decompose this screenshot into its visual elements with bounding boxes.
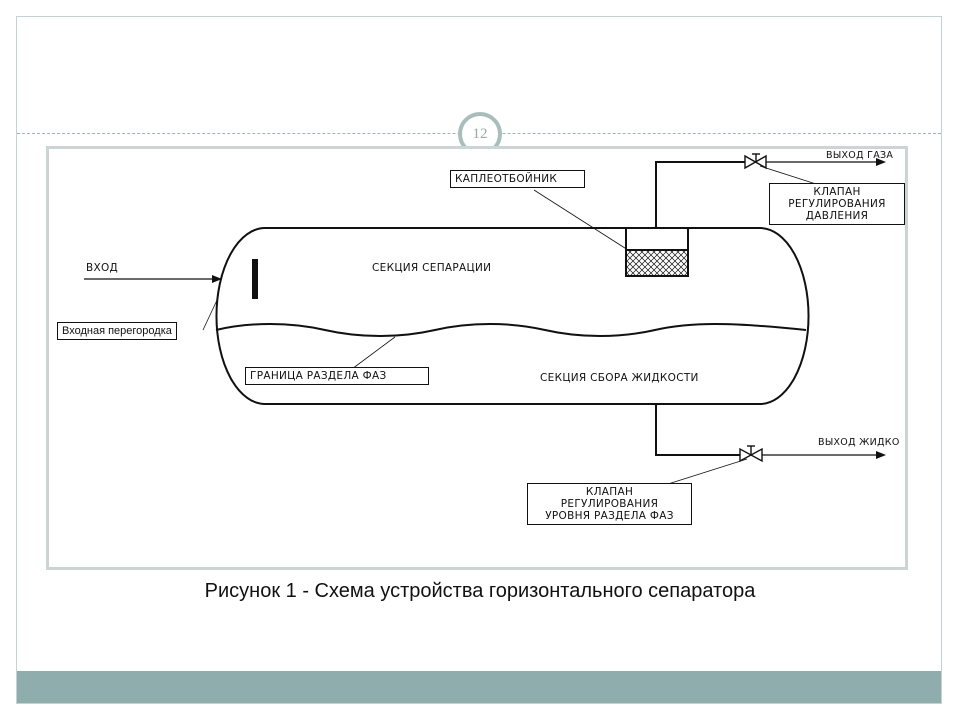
mist-eliminator xyxy=(625,227,689,251)
pressure-valve-label: КЛАПАН РЕГУЛИРОВАНИЯ ДАВЛЕНИЯ xyxy=(769,183,905,225)
gas-outlet-pipe xyxy=(655,161,745,228)
inlet-label: ВХОД xyxy=(86,262,119,274)
slide-frame xyxy=(16,16,942,704)
phase-boundary-label: ГРАНИЦА РАЗДЕЛА ФАЗ xyxy=(245,367,429,385)
liquid-section-label: СЕКЦИЯ СБОРА ЖИДКОСТИ xyxy=(540,372,699,384)
separation-section-label: СЕКЦИЯ СЕПАРАЦИИ xyxy=(372,262,492,274)
figure-frame xyxy=(46,146,908,570)
inlet-arrow xyxy=(212,275,222,283)
liquid-outlet-pipe xyxy=(655,404,740,456)
phase-boundary-leader xyxy=(351,336,396,370)
mist-eliminator-label: КАПЛЕОТБОЙНИК xyxy=(450,170,585,188)
vessel-body xyxy=(215,227,810,405)
figure-caption: Рисунок 1 - Схема устройства горизонталь… xyxy=(204,580,756,602)
gas-valve xyxy=(744,154,767,170)
liquid-outlet-label: ВЫХОД ЖИДКО xyxy=(818,437,900,448)
mist-leader xyxy=(533,189,629,251)
footer-band xyxy=(17,671,941,703)
phase-boundary-line xyxy=(215,323,807,337)
inlet-baffle-label: Входная перегородка xyxy=(57,322,177,340)
pressure-valve-leader xyxy=(759,165,817,185)
liquid-valve xyxy=(739,447,763,463)
level-valve-label: КЛАПАН РЕГУЛИРОВАНИЯ УРОВНЯ РАЗДЕЛА ФАЗ xyxy=(527,483,692,525)
level-valve-leader xyxy=(667,458,748,485)
baffle-leader xyxy=(202,297,219,331)
inlet-baffle xyxy=(252,259,258,299)
gas-outlet-label: ВЫХОД ГАЗА xyxy=(826,150,894,161)
